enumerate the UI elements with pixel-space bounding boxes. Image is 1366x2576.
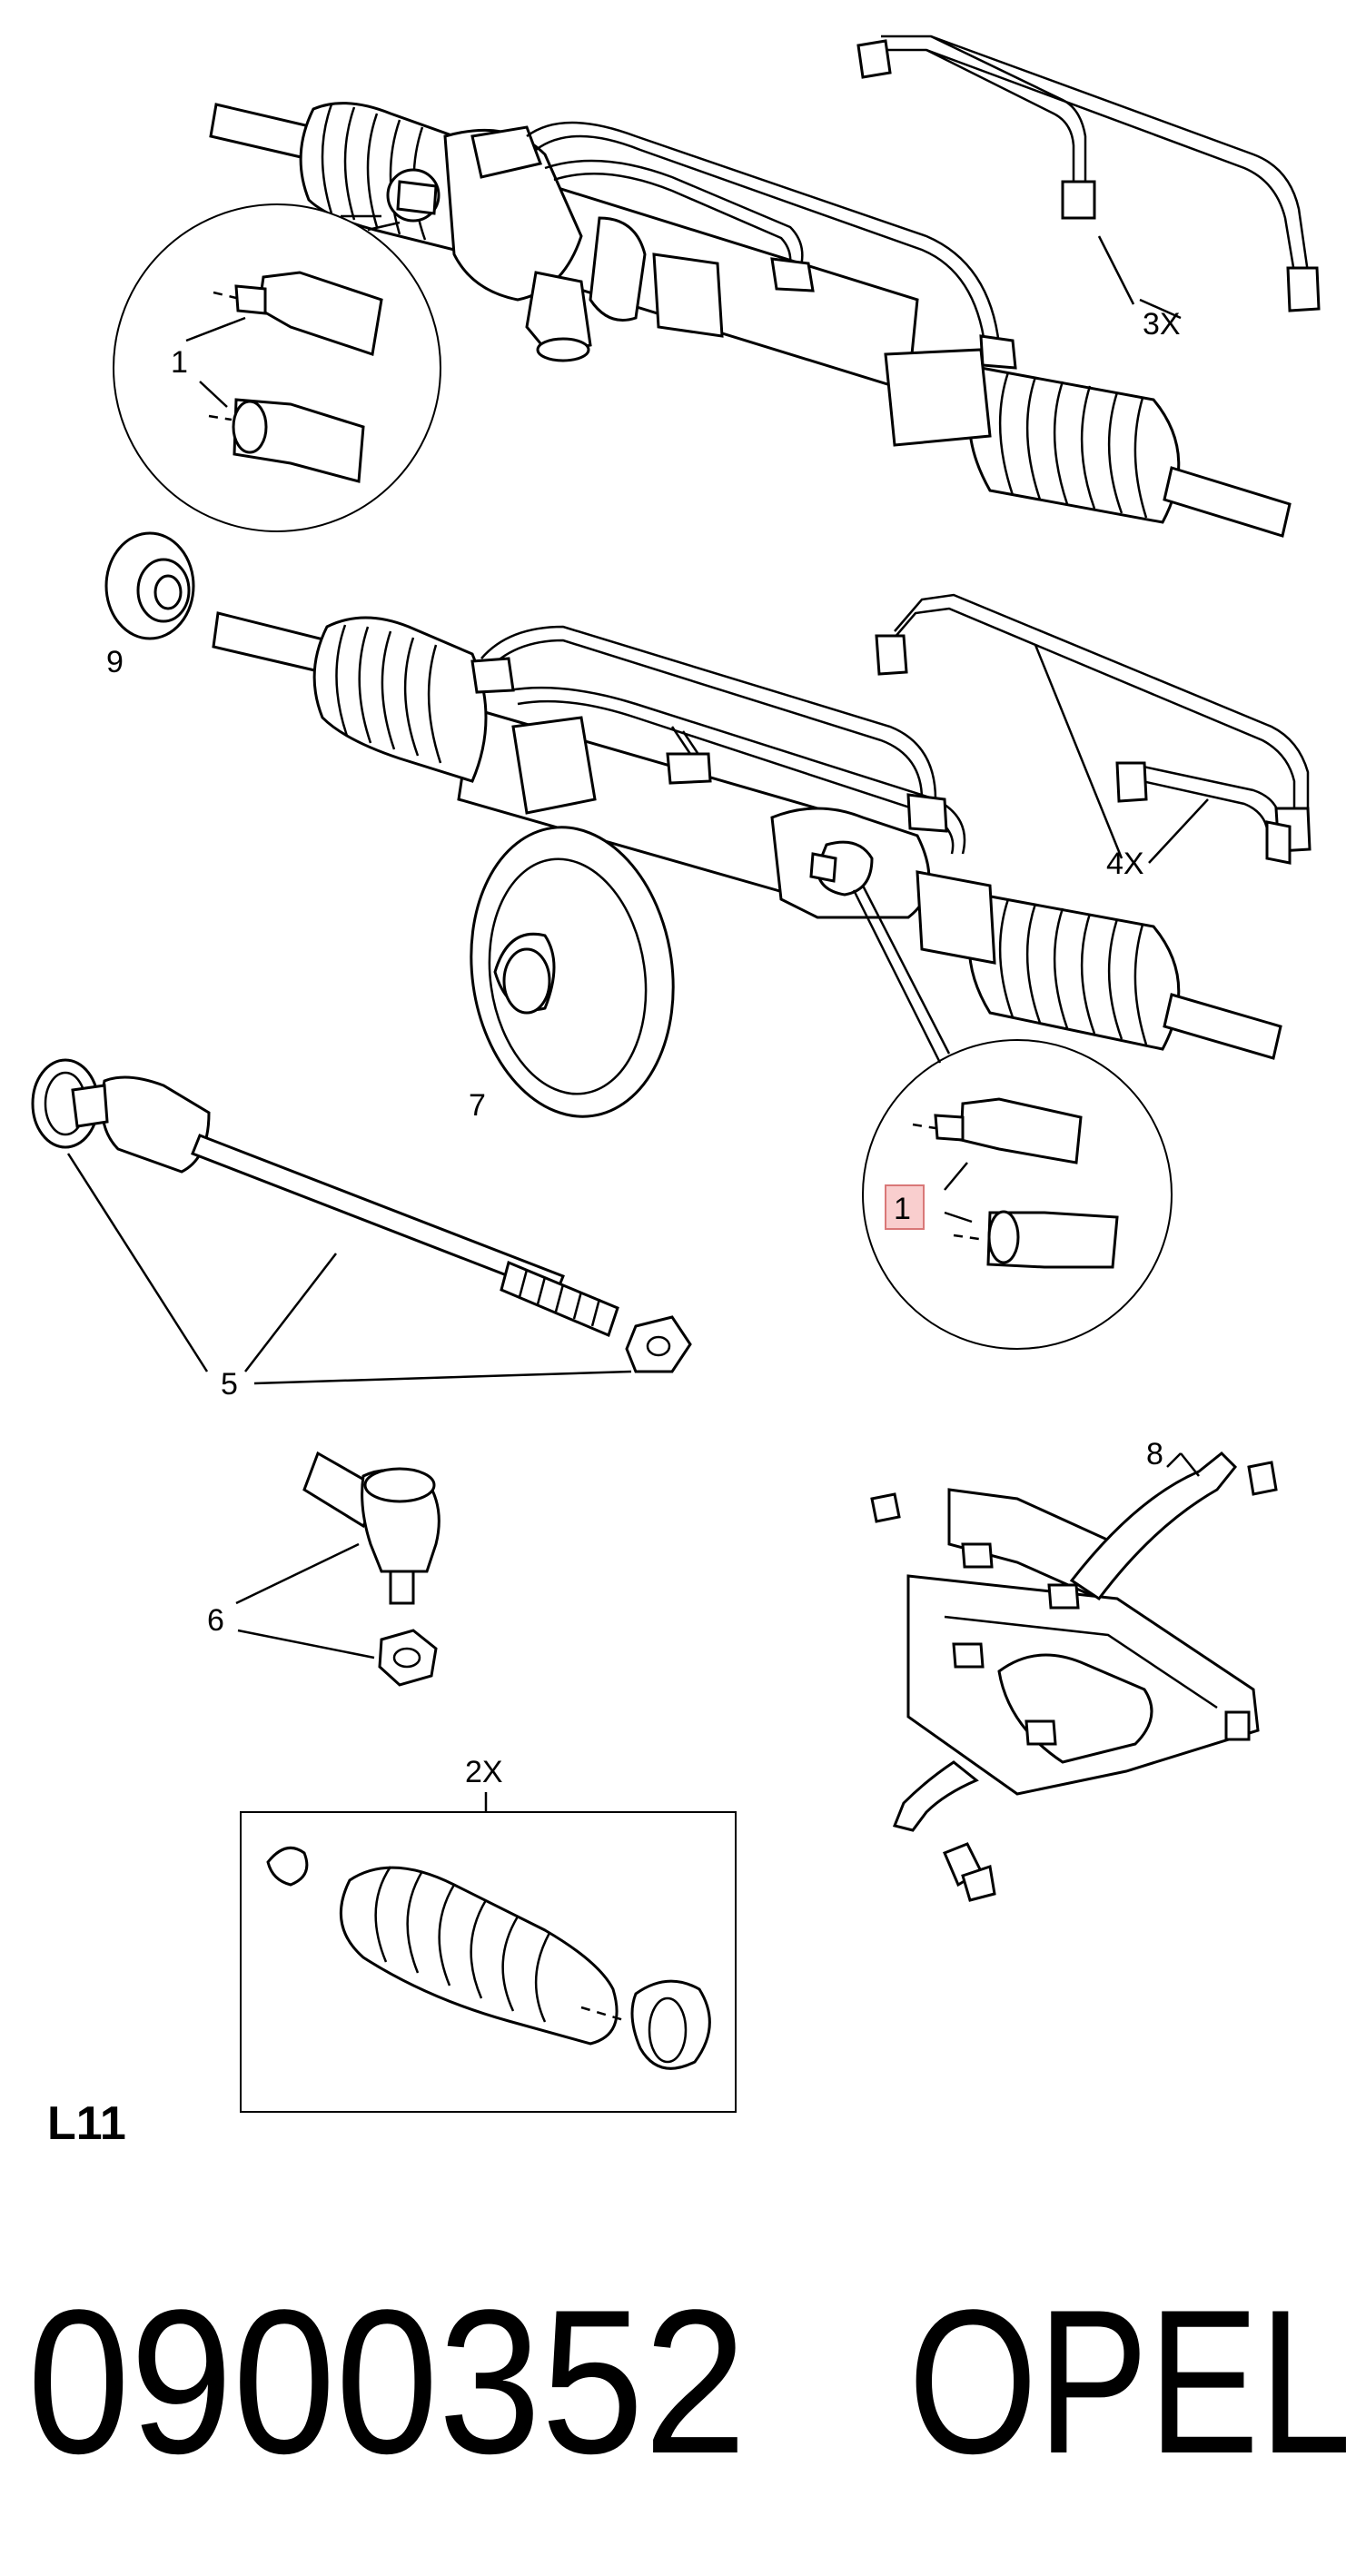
brand-name: OPEL bbox=[908, 2266, 1351, 2496]
pipe-set-4x bbox=[875, 593, 1312, 865]
dust-cover-part-7 bbox=[470, 826, 675, 1118]
lower-left-boot bbox=[312, 616, 488, 783]
callout-2x: 2X bbox=[465, 1755, 503, 1789]
callout-8: 8 bbox=[1146, 1437, 1163, 1471]
callout-4x: 4X bbox=[1106, 847, 1144, 881]
callout-1-lower: 1 bbox=[894, 1192, 911, 1226]
callout-9: 9 bbox=[106, 645, 124, 679]
part-number: 0900352 bbox=[27, 2266, 747, 2496]
mounting-bracket-part-8 bbox=[870, 1451, 1278, 1902]
upper-right-boot bbox=[967, 366, 1181, 524]
tie-rod-end-part-6 bbox=[235, 1451, 440, 1687]
highlighted-callout-box bbox=[885, 1184, 925, 1230]
tie-rod-part-5 bbox=[31, 1058, 692, 1385]
callout-7: 7 bbox=[469, 1088, 486, 1123]
boot-kit-part-2x bbox=[240, 1792, 737, 2113]
upper-steering-rack bbox=[209, 102, 1292, 538]
lower-right-boot bbox=[967, 893, 1181, 1051]
pipe-set-3x bbox=[856, 35, 1321, 312]
lower-steering-rack bbox=[212, 611, 1282, 1060]
callout-6: 6 bbox=[207, 1603, 224, 1638]
seal-part-9 bbox=[104, 531, 195, 640]
callout-5: 5 bbox=[221, 1367, 238, 1402]
leader-lines bbox=[1034, 235, 1209, 1468]
upper-detail-circle bbox=[113, 203, 441, 532]
callout-3x: 3X bbox=[1143, 307, 1181, 342]
diagram-code: L11 bbox=[47, 2097, 126, 2150]
callout-1-upper: 1 bbox=[171, 345, 188, 380]
lower-detail-circle bbox=[852, 885, 1173, 1350]
